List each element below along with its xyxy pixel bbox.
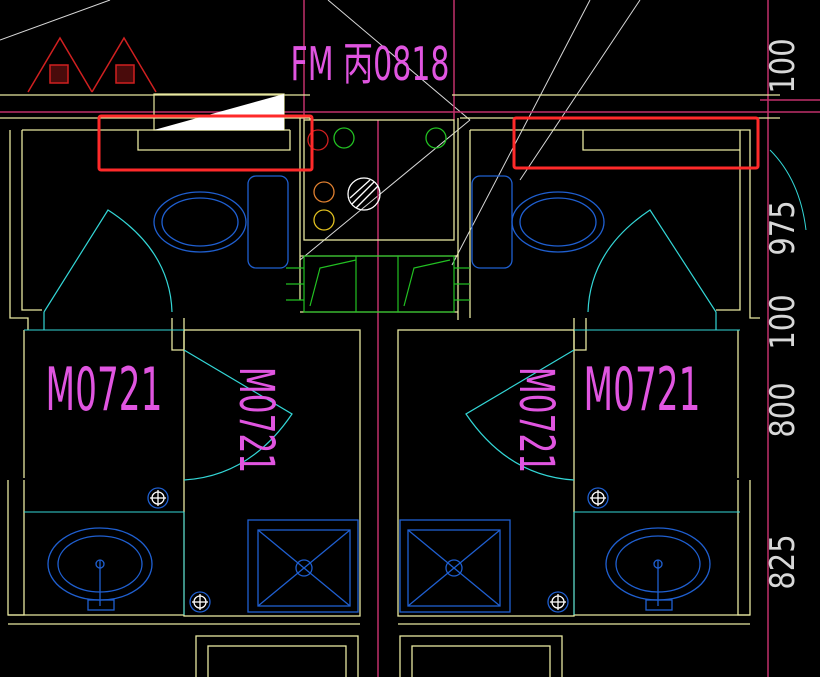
- floor-drain-markers: [147, 487, 609, 613]
- door-tag-right-inner: M0721: [508, 367, 565, 473]
- door-tag-left-outer: M0721: [46, 356, 163, 425]
- dimension-100-top: 100: [764, 38, 803, 93]
- door-tag-left-inner: M0721: [228, 367, 285, 473]
- shaft-pipes: [307, 127, 447, 231]
- dimension-825: 825: [764, 534, 803, 589]
- elevation-triangle-markers: [27, 36, 157, 93]
- solid-fill-wedge: [153, 93, 285, 131]
- diagonal-reference-lines: [0, 0, 641, 266]
- highlight-left: [97, 114, 314, 172]
- shower-trays: [247, 519, 511, 613]
- dimension-arc: [769, 149, 807, 231]
- door-swings: [43, 209, 717, 481]
- dimension-975: 975: [764, 200, 803, 255]
- ventilation-louvres: [286, 255, 470, 313]
- toilet-fixtures: [153, 175, 605, 269]
- dimension-100-mid: 100: [764, 294, 803, 349]
- highlight-right: [512, 116, 760, 170]
- door-tag-right-outer: M0721: [584, 356, 701, 425]
- dimension-800: 800: [764, 382, 803, 437]
- dimension-labels: 100 975 100 800 825: [764, 38, 803, 589]
- highlight-rectangles: [97, 114, 760, 172]
- fire-door-tag: FM 丙0818: [290, 39, 449, 92]
- partition-lines: [24, 329, 740, 615]
- basin-fixtures: [47, 527, 711, 611]
